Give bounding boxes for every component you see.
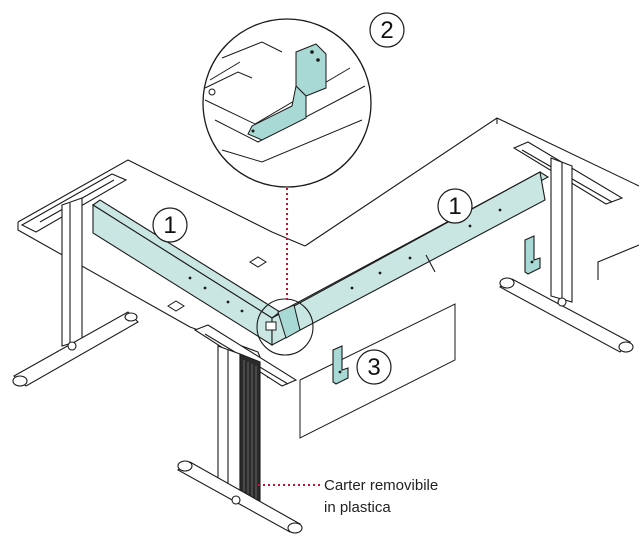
bracket-front <box>332 345 349 385</box>
joint-highlight <box>256 298 314 356</box>
callout-rail-right: 1 <box>437 188 473 224</box>
callout-rail-left-label: 1 <box>163 212 176 239</box>
callout-detail: 2 <box>369 12 405 48</box>
caption-line-1: Carter removibile <box>324 477 438 494</box>
detail-magnifier <box>202 18 372 188</box>
leg-front-corner <box>176 324 303 534</box>
callout-bracket-label: 3 <box>367 354 380 381</box>
leg-right-rear <box>498 141 634 353</box>
callout-detail-label: 2 <box>380 17 393 44</box>
rail-right <box>271 171 550 346</box>
junction-plates <box>167 256 267 312</box>
leg-left-rear <box>12 173 139 387</box>
caption-line-2: in plastica <box>324 499 391 516</box>
callout-rail-left: 1 <box>152 207 188 243</box>
bracket-rear <box>524 235 541 275</box>
callout-bracket: 3 <box>356 349 392 385</box>
callout-rail-right-label: 1 <box>448 193 461 220</box>
